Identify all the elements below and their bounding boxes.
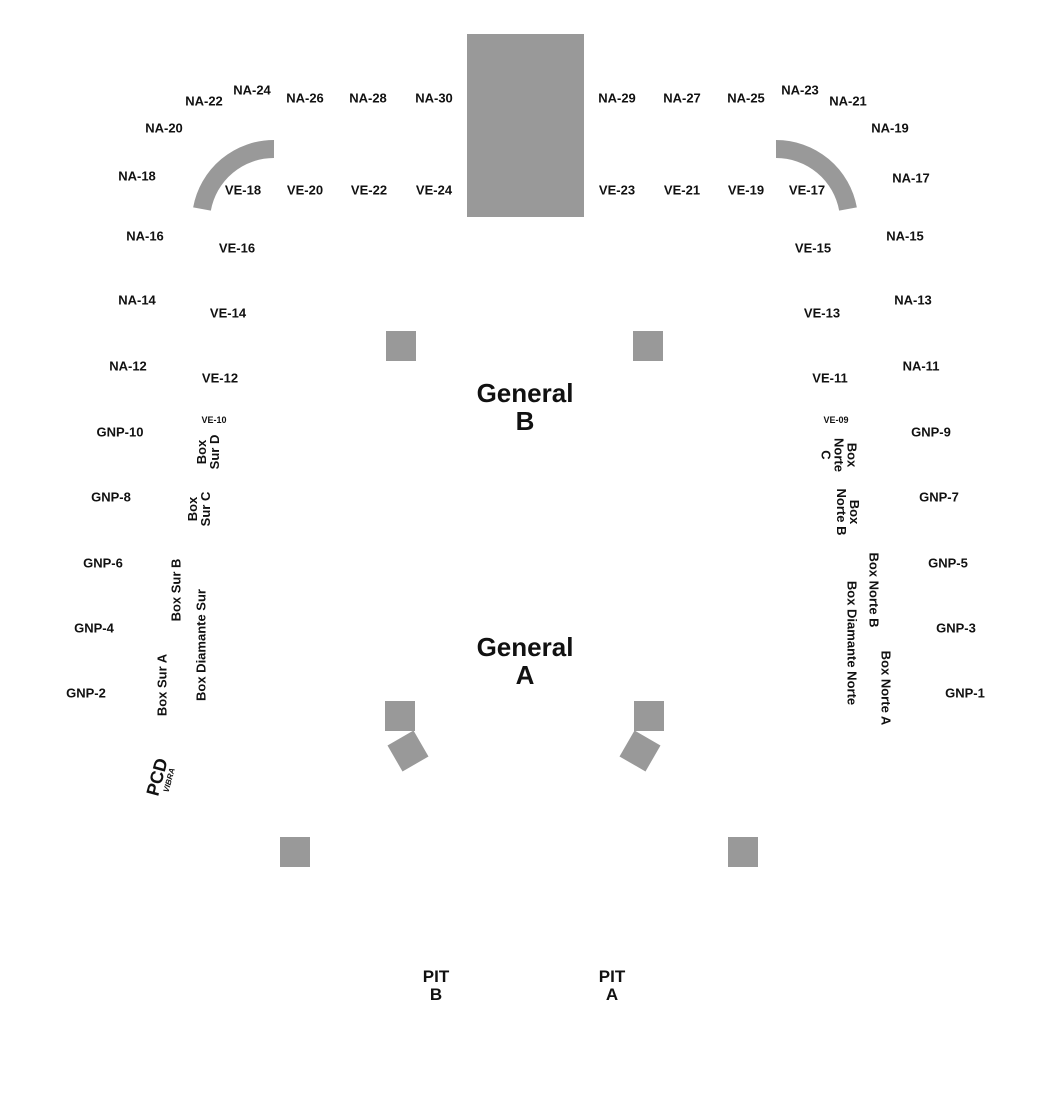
section-na-13[interactable]: NA-13 (894, 292, 932, 308)
section-ve-18[interactable]: VE-18 (224, 182, 262, 198)
label-line: Norte B (834, 488, 849, 536)
label-line: B (515, 406, 535, 436)
left-arc-section (193, 139, 275, 211)
section-gnp-1[interactable]: GNP-1 (945, 685, 985, 701)
section-box-sur-b[interactable]: Box Sur B (168, 558, 184, 622)
label-line: A (605, 985, 619, 1004)
right-arc-section (775, 139, 857, 211)
section-gnp-5[interactable]: GNP-5 (928, 555, 968, 571)
section-ve-19[interactable]: VE-19 (727, 182, 765, 198)
section-na-27[interactable]: NA-27 (663, 90, 701, 106)
tower-block (619, 730, 661, 772)
section-ve-16[interactable]: VE-16 (218, 240, 256, 256)
stage (467, 34, 584, 217)
section-na-19[interactable]: NA-19 (871, 120, 909, 136)
section-gnp-2[interactable]: GNP-2 (66, 685, 106, 701)
label-line: Sur C (198, 491, 213, 527)
section-na-15[interactable]: NA-15 (886, 228, 924, 244)
section-ve-13[interactable]: VE-13 (803, 305, 841, 321)
section-na-17[interactable]: NA-17 (892, 170, 930, 186)
section-ve-23[interactable]: VE-23 (598, 182, 636, 198)
section-na-26[interactable]: NA-26 (286, 90, 324, 106)
section-na-24[interactable]: NA-24 (233, 82, 271, 98)
section-gnp-3[interactable]: GNP-3 (936, 620, 976, 636)
label-line: Norte (831, 438, 847, 472)
label-line: Box (847, 499, 862, 525)
section-na-11[interactable]: NA-11 (902, 358, 940, 374)
section-gnp-8[interactable]: GNP-8 (91, 489, 131, 505)
section-ve-12[interactable]: VE-12 (201, 370, 239, 386)
section-ve-24[interactable]: VE-24 (415, 182, 453, 198)
label-line: B (429, 985, 443, 1004)
section-gnp-7[interactable]: GNP-7 (919, 489, 959, 505)
section-box-diamante-norte[interactable]: Box Diamante Norte (844, 580, 860, 706)
section-box-norte-b[interactable]: Box Norte B (866, 552, 882, 628)
label-line: General (476, 632, 574, 662)
section-ve-17[interactable]: VE-17 (788, 182, 826, 198)
section-na-22[interactable]: NA-22 (185, 93, 223, 109)
section-ve-14[interactable]: VE-14 (209, 305, 247, 321)
section-ve-09[interactable]: VE-09 (823, 415, 849, 425)
label-line: A (515, 660, 535, 690)
section-na-20[interactable]: NA-20 (145, 120, 183, 136)
section-gnp-6[interactable]: GNP-6 (83, 555, 123, 571)
section-ve-21[interactable]: VE-21 (663, 182, 701, 198)
section-box-diamante-sur[interactable]: Box Diamante Sur (193, 589, 209, 701)
section-ve-22[interactable]: VE-22 (350, 182, 388, 198)
label-line: PIT (598, 967, 626, 986)
section-na-30[interactable]: NA-30 (415, 90, 453, 106)
section-na-23[interactable]: NA-23 (781, 82, 819, 98)
section-box-sur-a[interactable]: Box Sur A (154, 653, 170, 717)
tower-block (386, 331, 416, 361)
section-na-16[interactable]: NA-16 (126, 228, 164, 244)
section-na-18[interactable]: NA-18 (118, 168, 156, 184)
label-line: PIT (422, 967, 450, 986)
tower-block (633, 331, 663, 361)
tower-block (728, 837, 758, 867)
tower-block (387, 730, 429, 772)
section-ve-20[interactable]: VE-20 (286, 182, 324, 198)
label-line: General (476, 378, 574, 408)
section-ve-15[interactable]: VE-15 (794, 240, 832, 256)
section-na-28[interactable]: NA-28 (349, 90, 387, 106)
section-na-29[interactable]: NA-29 (598, 90, 636, 106)
section-box-norte-a[interactable]: Box Norte A (878, 650, 894, 726)
section-gnp-10[interactable]: GNP-10 (96, 424, 144, 440)
section-na-21[interactable]: NA-21 (829, 93, 867, 109)
section-na-25[interactable]: NA-25 (727, 90, 765, 106)
label-line: Sur D (207, 434, 222, 470)
section-gnp-4[interactable]: GNP-4 (74, 620, 114, 636)
section-na-12[interactable]: NA-12 (109, 358, 147, 374)
tower-block (385, 701, 415, 731)
tower-block (280, 837, 310, 867)
label-line: Box (844, 442, 860, 468)
section-ve-11[interactable]: VE-11 (812, 370, 848, 386)
section-na-14[interactable]: NA-14 (118, 292, 156, 308)
tower-block (634, 701, 664, 731)
section-gnp-9[interactable]: GNP-9 (911, 424, 951, 440)
section-ve-10[interactable]: VE-10 (201, 415, 227, 425)
